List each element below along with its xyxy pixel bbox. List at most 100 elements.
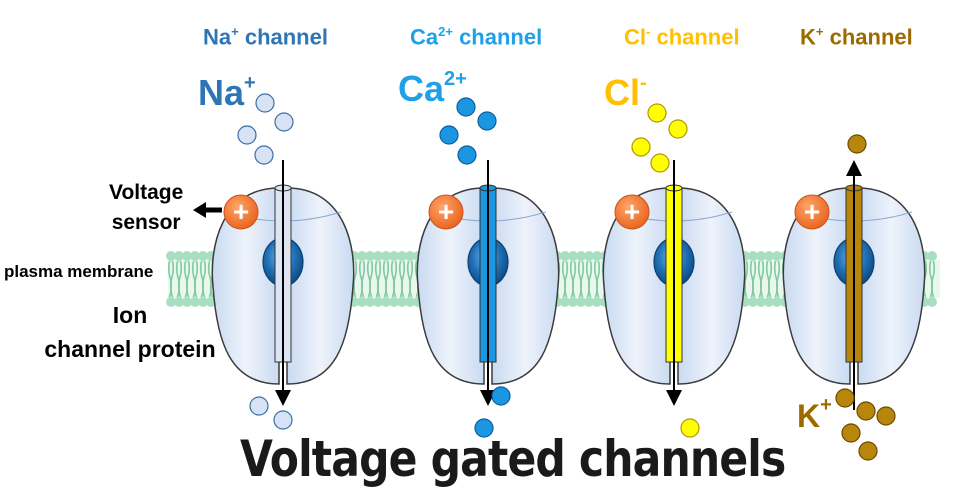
lipid-tail: [201, 260, 207, 298]
lipid-tail: [376, 260, 382, 298]
ion-particle: [841, 423, 861, 443]
lipid-tail: [352, 260, 358, 298]
lipid-head: [389, 297, 399, 307]
lipid-head: [174, 297, 184, 307]
lipid-head: [198, 297, 208, 307]
lipid-tail: [767, 260, 773, 298]
lipid-tail: [193, 260, 199, 298]
lipid-head: [166, 251, 176, 261]
ion-particle: [439, 125, 459, 145]
lipid-tail: [595, 260, 601, 298]
lipid-tail: [384, 260, 390, 298]
protein-right-lobe: [491, 187, 560, 385]
lipid-head: [397, 297, 407, 307]
lipid-head: [772, 297, 782, 307]
ion-particle: [474, 418, 494, 438]
lipid-head: [576, 251, 586, 261]
lipid-head: [756, 251, 766, 261]
lipid-head: [373, 297, 383, 307]
lipid-tail: [177, 260, 183, 298]
ion-particle: [254, 145, 274, 165]
ion-particle: [631, 137, 651, 157]
lipid-head: [365, 297, 375, 307]
lipid-head: [174, 251, 184, 261]
lipid-head: [381, 297, 391, 307]
lipid-head: [365, 251, 375, 261]
lipid-head: [592, 297, 602, 307]
lipid-tail: [400, 260, 406, 298]
arrow-head: [193, 202, 206, 218]
lipid-head: [373, 251, 383, 261]
lipid-head: [182, 297, 192, 307]
channel-na: +: [211, 93, 355, 430]
lipid-head: [198, 251, 208, 261]
lipid-tail: [408, 260, 414, 298]
ion-particle: [668, 119, 688, 139]
ion-particle: [237, 125, 257, 145]
lipid-tail: [563, 260, 569, 298]
lipid-head: [405, 297, 415, 307]
lipid-head: [764, 251, 774, 261]
lipid-head: [584, 251, 594, 261]
ion-particle: [255, 93, 275, 113]
plasma-membrane-label: plasma membrane: [4, 262, 154, 281]
ion-particle: [858, 441, 878, 461]
header-cl-channel: Cl- channel: [624, 24, 740, 50]
lipid-head: [397, 251, 407, 261]
channel-ca: +: [416, 97, 560, 438]
header-k-channel: K+ channel: [800, 24, 913, 50]
ion-particle: [680, 418, 700, 438]
lipid-tail: [169, 260, 175, 298]
ion-particle: [856, 401, 876, 421]
ion-particle: [847, 134, 867, 154]
lipid-head: [584, 297, 594, 307]
voltage-sensor-plus-icon: [223, 194, 259, 230]
protein-right-lobe: [286, 187, 355, 385]
lipid-head: [756, 297, 766, 307]
lipid-head: [389, 251, 399, 261]
lipid-head: [568, 297, 578, 307]
ion-label-ca: Ca2+: [398, 68, 467, 109]
lipid-head: [357, 297, 367, 307]
lipid-head: [748, 297, 758, 307]
ion-label-cl: Cl-: [604, 72, 647, 113]
voltage-sensor-label: Voltage sensor: [109, 181, 184, 234]
channel-k: +: [782, 134, 926, 461]
voltage-sensor-plus-icon: [614, 194, 650, 230]
voltage-sensor-arrow: [193, 202, 222, 218]
lipid-tail: [743, 260, 749, 298]
lipid-tail: [360, 260, 366, 298]
ion-particle: [456, 97, 476, 117]
ion-particle: [491, 386, 511, 406]
ion-particle: [835, 388, 855, 408]
lipid-head: [190, 297, 200, 307]
lipid-head: [357, 251, 367, 261]
lipid-head: [568, 251, 578, 261]
voltage-sensor-plus-icon: [428, 194, 464, 230]
lipid-head: [560, 251, 570, 261]
lipid-tail: [759, 260, 765, 298]
lipid-head: [381, 251, 391, 261]
lipid-head: [927, 251, 937, 261]
ion-particle: [274, 112, 294, 132]
ion-particle: [876, 406, 896, 426]
lipid-head: [764, 297, 774, 307]
channel-cl: +: [602, 103, 746, 438]
lipid-tail: [751, 260, 757, 298]
ion-particle: [477, 111, 497, 131]
lipid-head: [190, 251, 200, 261]
lipid-head: [182, 251, 192, 261]
ion-label-na: Na+: [198, 72, 256, 113]
plus-sign: +: [624, 196, 640, 227]
ion-channel-protein-label: Ion channel protein: [44, 302, 216, 362]
lipid-tail: [392, 260, 398, 298]
voltage-sensor-plus-icon: [794, 194, 830, 230]
ion-particle: [647, 103, 667, 123]
lipid-head: [927, 297, 937, 307]
plus-sign: +: [233, 196, 249, 227]
lipid-tail: [571, 260, 577, 298]
header-na-channel: Na+ channel: [203, 24, 328, 50]
lipid-head: [592, 251, 602, 261]
ion-particle: [457, 145, 477, 165]
